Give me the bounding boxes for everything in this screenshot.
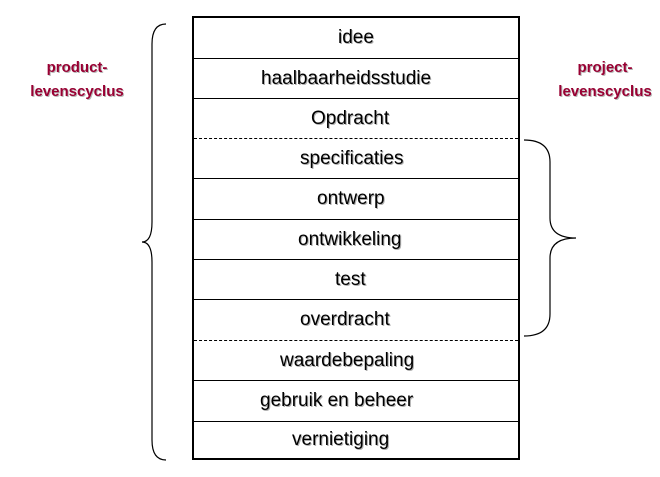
product-label-line-1: product- bbox=[46, 59, 108, 76]
phase-row-idee: idee bbox=[194, 18, 518, 59]
phase-label: test bbox=[335, 268, 366, 290]
phase-label: ontwikkeling bbox=[298, 228, 402, 250]
phase-row-waardebepaling: waardebepaling bbox=[194, 341, 518, 381]
phase-row-opdracht: Opdracht bbox=[194, 99, 518, 139]
phase-label: ontwerp bbox=[317, 188, 385, 209]
product-label-line-2: levenscyclus bbox=[30, 83, 124, 100]
product-lifecycle-label: product- levenscyclus bbox=[18, 56, 136, 104]
phase-row-gebruik-en-beheer: gebruik en beheer bbox=[194, 381, 518, 422]
lifecycle-phase-table: idee haalbaarheidsstudie Opdracht specif… bbox=[192, 16, 520, 460]
phase-row-vernietiging: vernietiging bbox=[194, 422, 518, 458]
phase-label: specificaties bbox=[300, 147, 404, 169]
phase-label: idee bbox=[338, 27, 374, 48]
phase-label: haalbaarheidsstudie bbox=[261, 67, 432, 89]
phase-row-specificaties: specificaties bbox=[194, 139, 518, 179]
project-label-line-1: project- bbox=[577, 59, 633, 76]
phase-row-ontwikkeling: ontwikkeling bbox=[194, 220, 518, 260]
product-lifecycle-brace bbox=[141, 23, 167, 461]
phase-row-test: test bbox=[194, 260, 518, 300]
project-lifecycle-brace bbox=[523, 139, 577, 337]
phase-label: overdracht bbox=[300, 309, 390, 330]
phase-row-overdracht: overdracht bbox=[194, 300, 518, 341]
phase-label: Opdracht bbox=[311, 107, 390, 129]
project-label-line-2: levenscyclus bbox=[558, 83, 652, 100]
phase-row-ontwerp: ontwerp bbox=[194, 179, 518, 220]
phase-label: waardebepaling bbox=[280, 349, 415, 371]
phase-label: vernietiging bbox=[292, 429, 390, 450]
project-lifecycle-label: project- levenscyclus bbox=[545, 56, 660, 104]
phase-label: gebruik en beheer bbox=[260, 390, 414, 411]
phase-row-haalbaarheidsstudie: haalbaarheidsstudie bbox=[194, 59, 518, 99]
